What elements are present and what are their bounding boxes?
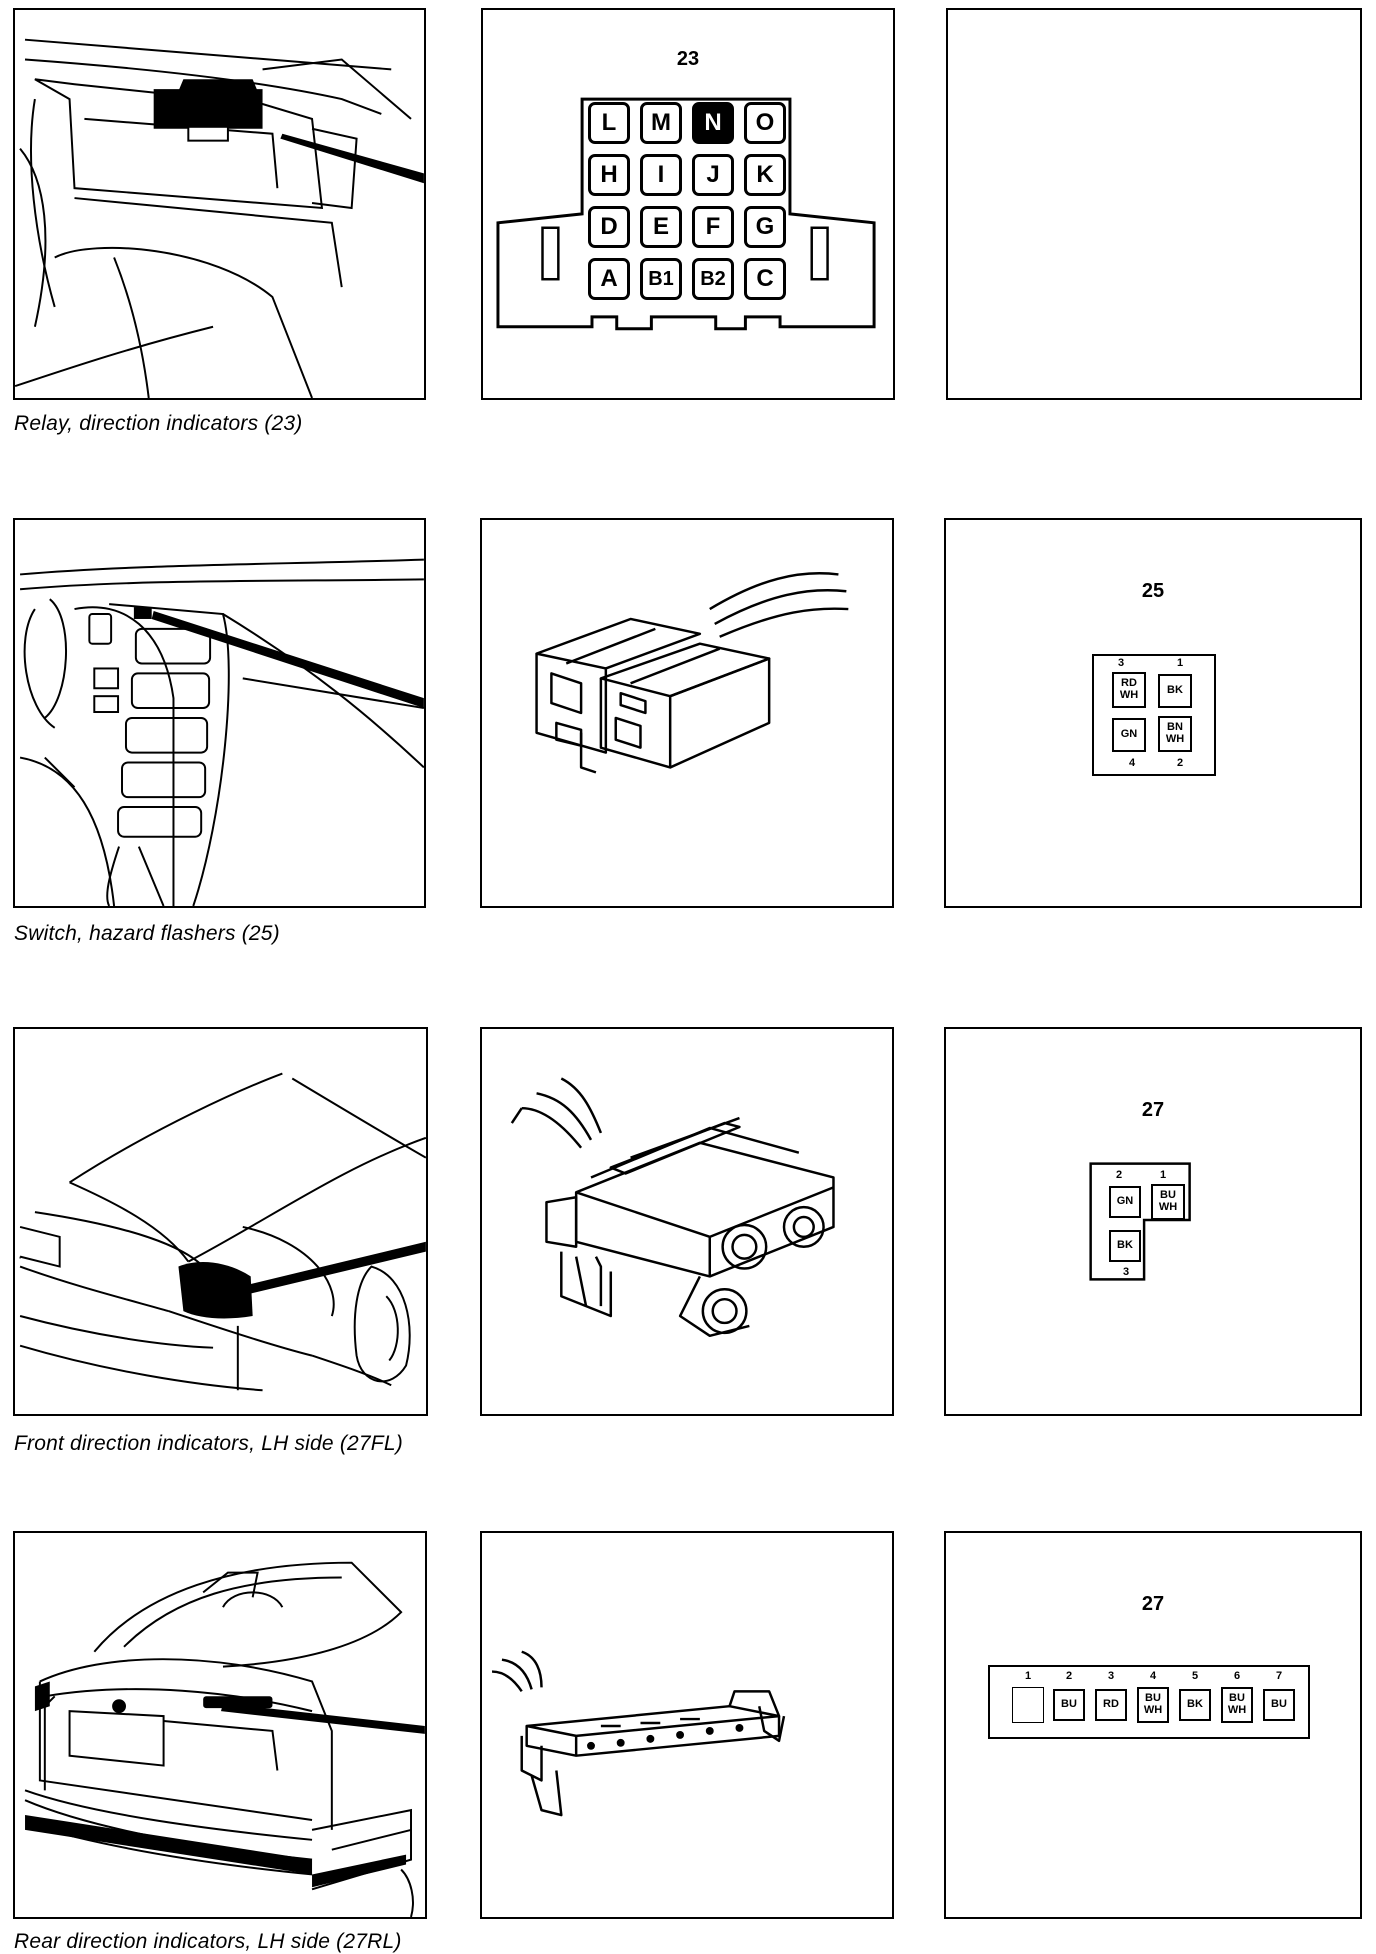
pin-6-wire: BU WH bbox=[1221, 1687, 1253, 1723]
pin-7-wire: BU bbox=[1263, 1689, 1295, 1721]
pin-number-1: 1 bbox=[1159, 1169, 1167, 1181]
relay-pin-b2: B2 bbox=[692, 258, 734, 300]
pin-number-4: 4 bbox=[1149, 1670, 1157, 1682]
relay-pin-a: A bbox=[588, 258, 630, 300]
pin-2-wire: GN bbox=[1109, 1186, 1141, 1218]
relay-pin-j: J bbox=[692, 154, 734, 196]
dashboard-console-drawing bbox=[19, 558, 424, 906]
hazard-switch-location-illustration bbox=[13, 518, 426, 908]
front-indicator-connector-illustration bbox=[480, 1027, 894, 1416]
connector-number: 27 bbox=[1141, 1099, 1165, 1121]
relay-pin-e: E bbox=[640, 206, 682, 248]
rear-indicator-location-illustration bbox=[13, 1531, 427, 1919]
pin-number-6: 6 bbox=[1233, 1670, 1241, 1682]
rear-indicator-pinout-panel: 27 1 2 3 4 5 6 7 BU RD BU WH BK BU WH BU bbox=[944, 1531, 1362, 1919]
connector-number: 25 bbox=[1141, 580, 1165, 602]
hazard-switch-connector-illustration bbox=[480, 518, 894, 908]
relay-pin-k: K bbox=[744, 154, 786, 196]
caption-relay: Relay, direction indicators (23) bbox=[14, 412, 303, 435]
relay-pin-m: M bbox=[640, 102, 682, 144]
caption-hazard-switch: Switch, hazard flashers (25) bbox=[14, 922, 280, 945]
relay-pin-h: H bbox=[588, 154, 630, 196]
pin-number-2: 2 bbox=[1115, 1169, 1123, 1181]
connector-number: 23 bbox=[676, 48, 700, 70]
pin-number-4: 4 bbox=[1128, 757, 1136, 769]
pin-number-7: 7 bbox=[1275, 1670, 1283, 1682]
relay-pin-b1: B1 bbox=[640, 258, 682, 300]
relay-pin-c: C bbox=[744, 258, 786, 300]
pin-1-wire: BU WH bbox=[1151, 1184, 1185, 1220]
pin-number-2: 2 bbox=[1176, 757, 1184, 769]
pin-block-25: 3 1 RD WH BK GN BN WH 4 2 bbox=[1092, 654, 1216, 776]
pin-3-wire: BK bbox=[1109, 1230, 1141, 1262]
pin-number-3: 3 bbox=[1122, 1266, 1130, 1278]
pin-number-5: 5 bbox=[1191, 1670, 1199, 1682]
dashboard-glovebox-drawing bbox=[15, 38, 424, 398]
empty-panel bbox=[946, 8, 1362, 400]
rear-indicator-connector-drawing bbox=[491, 1650, 786, 1817]
relay-pin-g: G bbox=[744, 206, 786, 248]
relay-pin-o: O bbox=[744, 102, 786, 144]
pin-2-wire: BU bbox=[1053, 1689, 1085, 1721]
connector-number: 27 bbox=[1141, 1593, 1165, 1615]
pin-number-3: 3 bbox=[1107, 1670, 1115, 1682]
pin-block-27fl-outline bbox=[1089, 1162, 1191, 1281]
car-front-corner-drawing bbox=[19, 1072, 426, 1392]
front-indicator-connector-drawing bbox=[510, 1077, 835, 1338]
pin-3-wire: RD WH bbox=[1112, 672, 1146, 708]
pin-number-1: 1 bbox=[1176, 657, 1184, 669]
pin-number-1: 1 bbox=[1024, 1670, 1032, 1682]
pin-1-wire bbox=[1012, 1687, 1044, 1723]
pin-4-wire: BU WH bbox=[1137, 1687, 1169, 1723]
front-indicator-pinout-panel: 27 2 1 GN BU WH BK 3 bbox=[944, 1027, 1362, 1416]
relay-pin-f: F bbox=[692, 206, 734, 248]
car-rear-drawing bbox=[24, 1561, 425, 1917]
relay-pin-d: D bbox=[588, 206, 630, 248]
pin-2-wire: BN WH bbox=[1158, 716, 1192, 752]
front-indicator-location-illustration bbox=[13, 1027, 428, 1416]
relay-pin-l: L bbox=[588, 102, 630, 144]
relay-connector-outline bbox=[496, 97, 876, 331]
pin-block-27rl: 1 2 3 4 5 6 7 BU RD BU WH BK BU WH BU bbox=[988, 1665, 1310, 1739]
relay-pin-i: I bbox=[640, 154, 682, 196]
hazard-switch-pinout-panel: 25 3 1 RD WH BK GN BN WH 4 2 bbox=[944, 518, 1362, 908]
caption-rear-indicator: Rear direction indicators, LH side (27RL… bbox=[14, 1930, 402, 1953]
pin-3-wire: RD bbox=[1095, 1689, 1127, 1721]
pin-5-wire: BK bbox=[1179, 1689, 1211, 1721]
pin-1-wire: BK bbox=[1158, 674, 1192, 708]
caption-front-indicator: Front direction indicators, LH side (27F… bbox=[14, 1432, 403, 1455]
relay-location-illustration bbox=[13, 8, 426, 400]
hazard-switch-connector-drawing bbox=[535, 571, 849, 774]
rear-indicator-connector-illustration bbox=[480, 1531, 894, 1919]
pin-4-wire: GN bbox=[1112, 718, 1146, 752]
pin-number-2: 2 bbox=[1065, 1670, 1073, 1682]
relay-pin-n: N bbox=[692, 102, 734, 144]
pin-number-3: 3 bbox=[1117, 657, 1125, 669]
